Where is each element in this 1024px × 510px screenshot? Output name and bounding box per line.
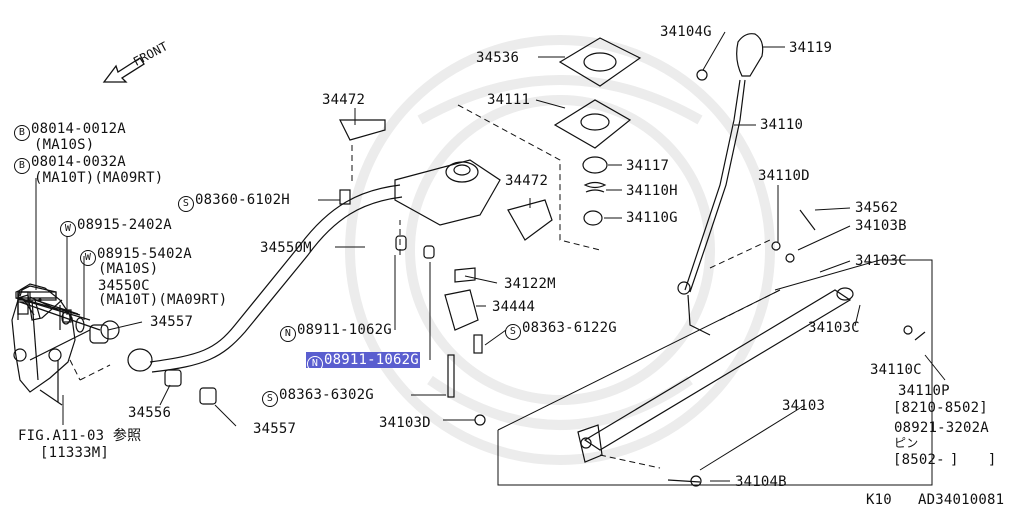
part-34536: 34536	[476, 50, 520, 66]
part-34110C: 34110C	[870, 362, 922, 378]
part-34103: 34103	[782, 398, 826, 414]
part-34119: 34119	[789, 40, 833, 56]
part-34557-upper: 34557	[150, 314, 194, 330]
part-34110D: 34110D	[758, 168, 810, 184]
part-34550C-note: (MA10T)(MA09RT)	[98, 292, 228, 308]
figure-reference: FIG.A11-03 参照	[18, 428, 142, 444]
part-34110P: 34110P	[898, 383, 950, 399]
part-34110G: 34110G	[626, 210, 678, 226]
front-arrow-icon	[102, 57, 145, 83]
b-code-icon: B	[14, 158, 30, 174]
part-34103D: 34103D	[379, 415, 431, 431]
s-code-icon: S	[505, 324, 521, 340]
fastener-b1-note: (MA10S)	[34, 137, 95, 153]
s-code-icon: S	[262, 391, 278, 407]
part-34562: 34562	[855, 200, 899, 216]
part-34472-upper: 34472	[322, 92, 366, 108]
leader-lines	[35, 31, 946, 482]
part-34104G: 34104G	[660, 24, 712, 40]
part-34110: 34110	[760, 117, 804, 133]
small-hardware	[339, 119, 926, 426]
part-34117: 34117	[626, 158, 670, 174]
part-34550M: 34550M	[260, 240, 312, 256]
n-code-icon: N	[280, 326, 296, 342]
part-34110P-range: [8210-8502]	[893, 400, 988, 416]
part-34104B: 34104B	[735, 474, 787, 490]
s-code-icon: S	[178, 196, 194, 212]
shift-rod-assembly	[11, 159, 501, 406]
part-34110H: 34110H	[626, 183, 678, 199]
shift-lever	[677, 33, 764, 336]
shift-boot-stack	[553, 37, 642, 226]
part-34122M: 34122M	[504, 276, 556, 292]
part-34556: 34556	[128, 405, 172, 421]
part-34103C-lower: 34103C	[808, 320, 860, 336]
part-34444: 34444	[492, 299, 536, 315]
part-34111: 34111	[487, 92, 531, 108]
part-34550C: 34550C	[98, 278, 150, 294]
part-34472-right: 34472	[505, 173, 549, 189]
n-code-icon: N	[307, 356, 323, 372]
pin-range-close: ]	[950, 452, 959, 468]
pin-range: [8502- ]	[893, 452, 997, 468]
fastener-b2-note: (MA10T)(MA09RT)	[34, 170, 164, 186]
footer-code: AD34010081	[918, 492, 1005, 508]
fastener-w2-note: (MA10S)	[98, 261, 159, 277]
part-34103C-upper: 34103C	[855, 253, 907, 269]
pin-label: ピン	[894, 436, 919, 450]
pin-part-number: 08921-3202A	[894, 420, 989, 436]
w-code-icon: W	[60, 221, 76, 237]
footer-model: K10	[866, 492, 892, 508]
b-code-icon: B	[14, 125, 30, 141]
w-code-icon: W	[80, 250, 96, 266]
part-34103B: 34103B	[855, 218, 907, 234]
part-34557-lower: 34557	[253, 421, 297, 437]
figure-reference-code: [11333M]	[40, 445, 110, 461]
outline-box	[497, 259, 933, 486]
bolt-left	[17, 291, 85, 333]
watermark-emblem	[345, 35, 775, 465]
